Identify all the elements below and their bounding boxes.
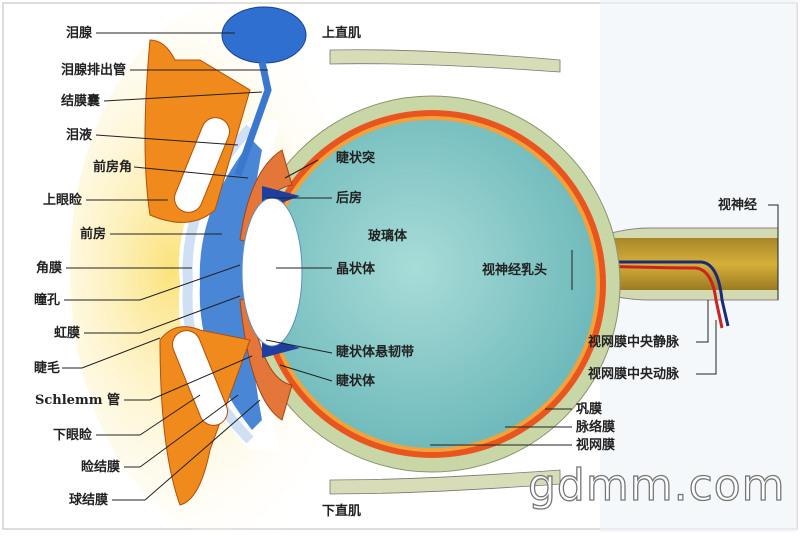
label-lacrimal-duct: 泪腺排出管	[60, 63, 126, 78]
label-zonule: 睫状体悬韧带	[336, 345, 415, 360]
inferior-rectus-muscle	[329, 469, 561, 495]
label-palpebral-conjunctiva: 睑结膜	[80, 460, 120, 475]
lacrimal-duct	[234, 61, 272, 177]
central-retinal-vein	[600, 260, 730, 327]
central-retinal-artery	[599, 264, 724, 329]
label-anterior-chamber-angle: 前房角	[92, 160, 132, 175]
upper-tarsal-gland	[174, 117, 230, 213]
watermark: gdmm.com	[527, 460, 786, 511]
label-sclera: 巩膜	[576, 402, 603, 417]
leader-lines	[62, 32, 779, 501]
label-lens: 晶状体	[336, 262, 376, 277]
label-anterior-chamber: 前房	[79, 227, 106, 242]
label-vitreous-body: 玻璃体	[368, 229, 408, 244]
label-cornea: 角膜	[35, 261, 62, 276]
label-eyelash: 睫毛	[33, 361, 60, 376]
label-superior-rectus: 上直肌	[322, 26, 362, 41]
superior-rectus-muscle	[329, 49, 561, 73]
upper-eyelid	[144, 39, 251, 223]
label-lower-eyelid: 下眼睑	[52, 428, 92, 443]
label-bulbar-conjunctiva: 球结膜	[68, 493, 108, 508]
lacrimal-gland	[221, 6, 307, 64]
label-optic-disc: 视神经乳头	[482, 263, 548, 278]
label-retina: 视网膜	[576, 438, 616, 453]
label-posterior-chamber: 后房	[336, 191, 363, 206]
label-central-retinal-vein: 视网膜中央静脉	[588, 335, 680, 350]
label-upper-eyelid: 上眼睑	[42, 193, 82, 208]
label-ciliary-body: 睫状体	[336, 374, 376, 389]
label-choroid: 脉络膜	[576, 420, 616, 435]
optic-nerve	[610, 238, 778, 290]
label-conjunctival-sac: 结膜囊	[60, 94, 100, 109]
label-ciliary-process: 睫状突	[336, 151, 376, 166]
label-pupil: 瞳孔	[33, 293, 60, 308]
lens	[241, 197, 303, 347]
label-central-retinal-artery: 视网膜中央动脉	[588, 367, 680, 382]
label-lacrimal-gland: 泪腺	[65, 26, 92, 41]
label-iris: 虹膜	[53, 326, 80, 341]
label-tears: 泪液	[65, 128, 92, 143]
label-optic-nerve: 视神经	[718, 198, 758, 213]
label-schlemm-canal: Schlemm 管	[34, 393, 120, 408]
label-inferior-rectus: 下直肌	[322, 504, 362, 519]
vitreous-body	[268, 120, 596, 448]
